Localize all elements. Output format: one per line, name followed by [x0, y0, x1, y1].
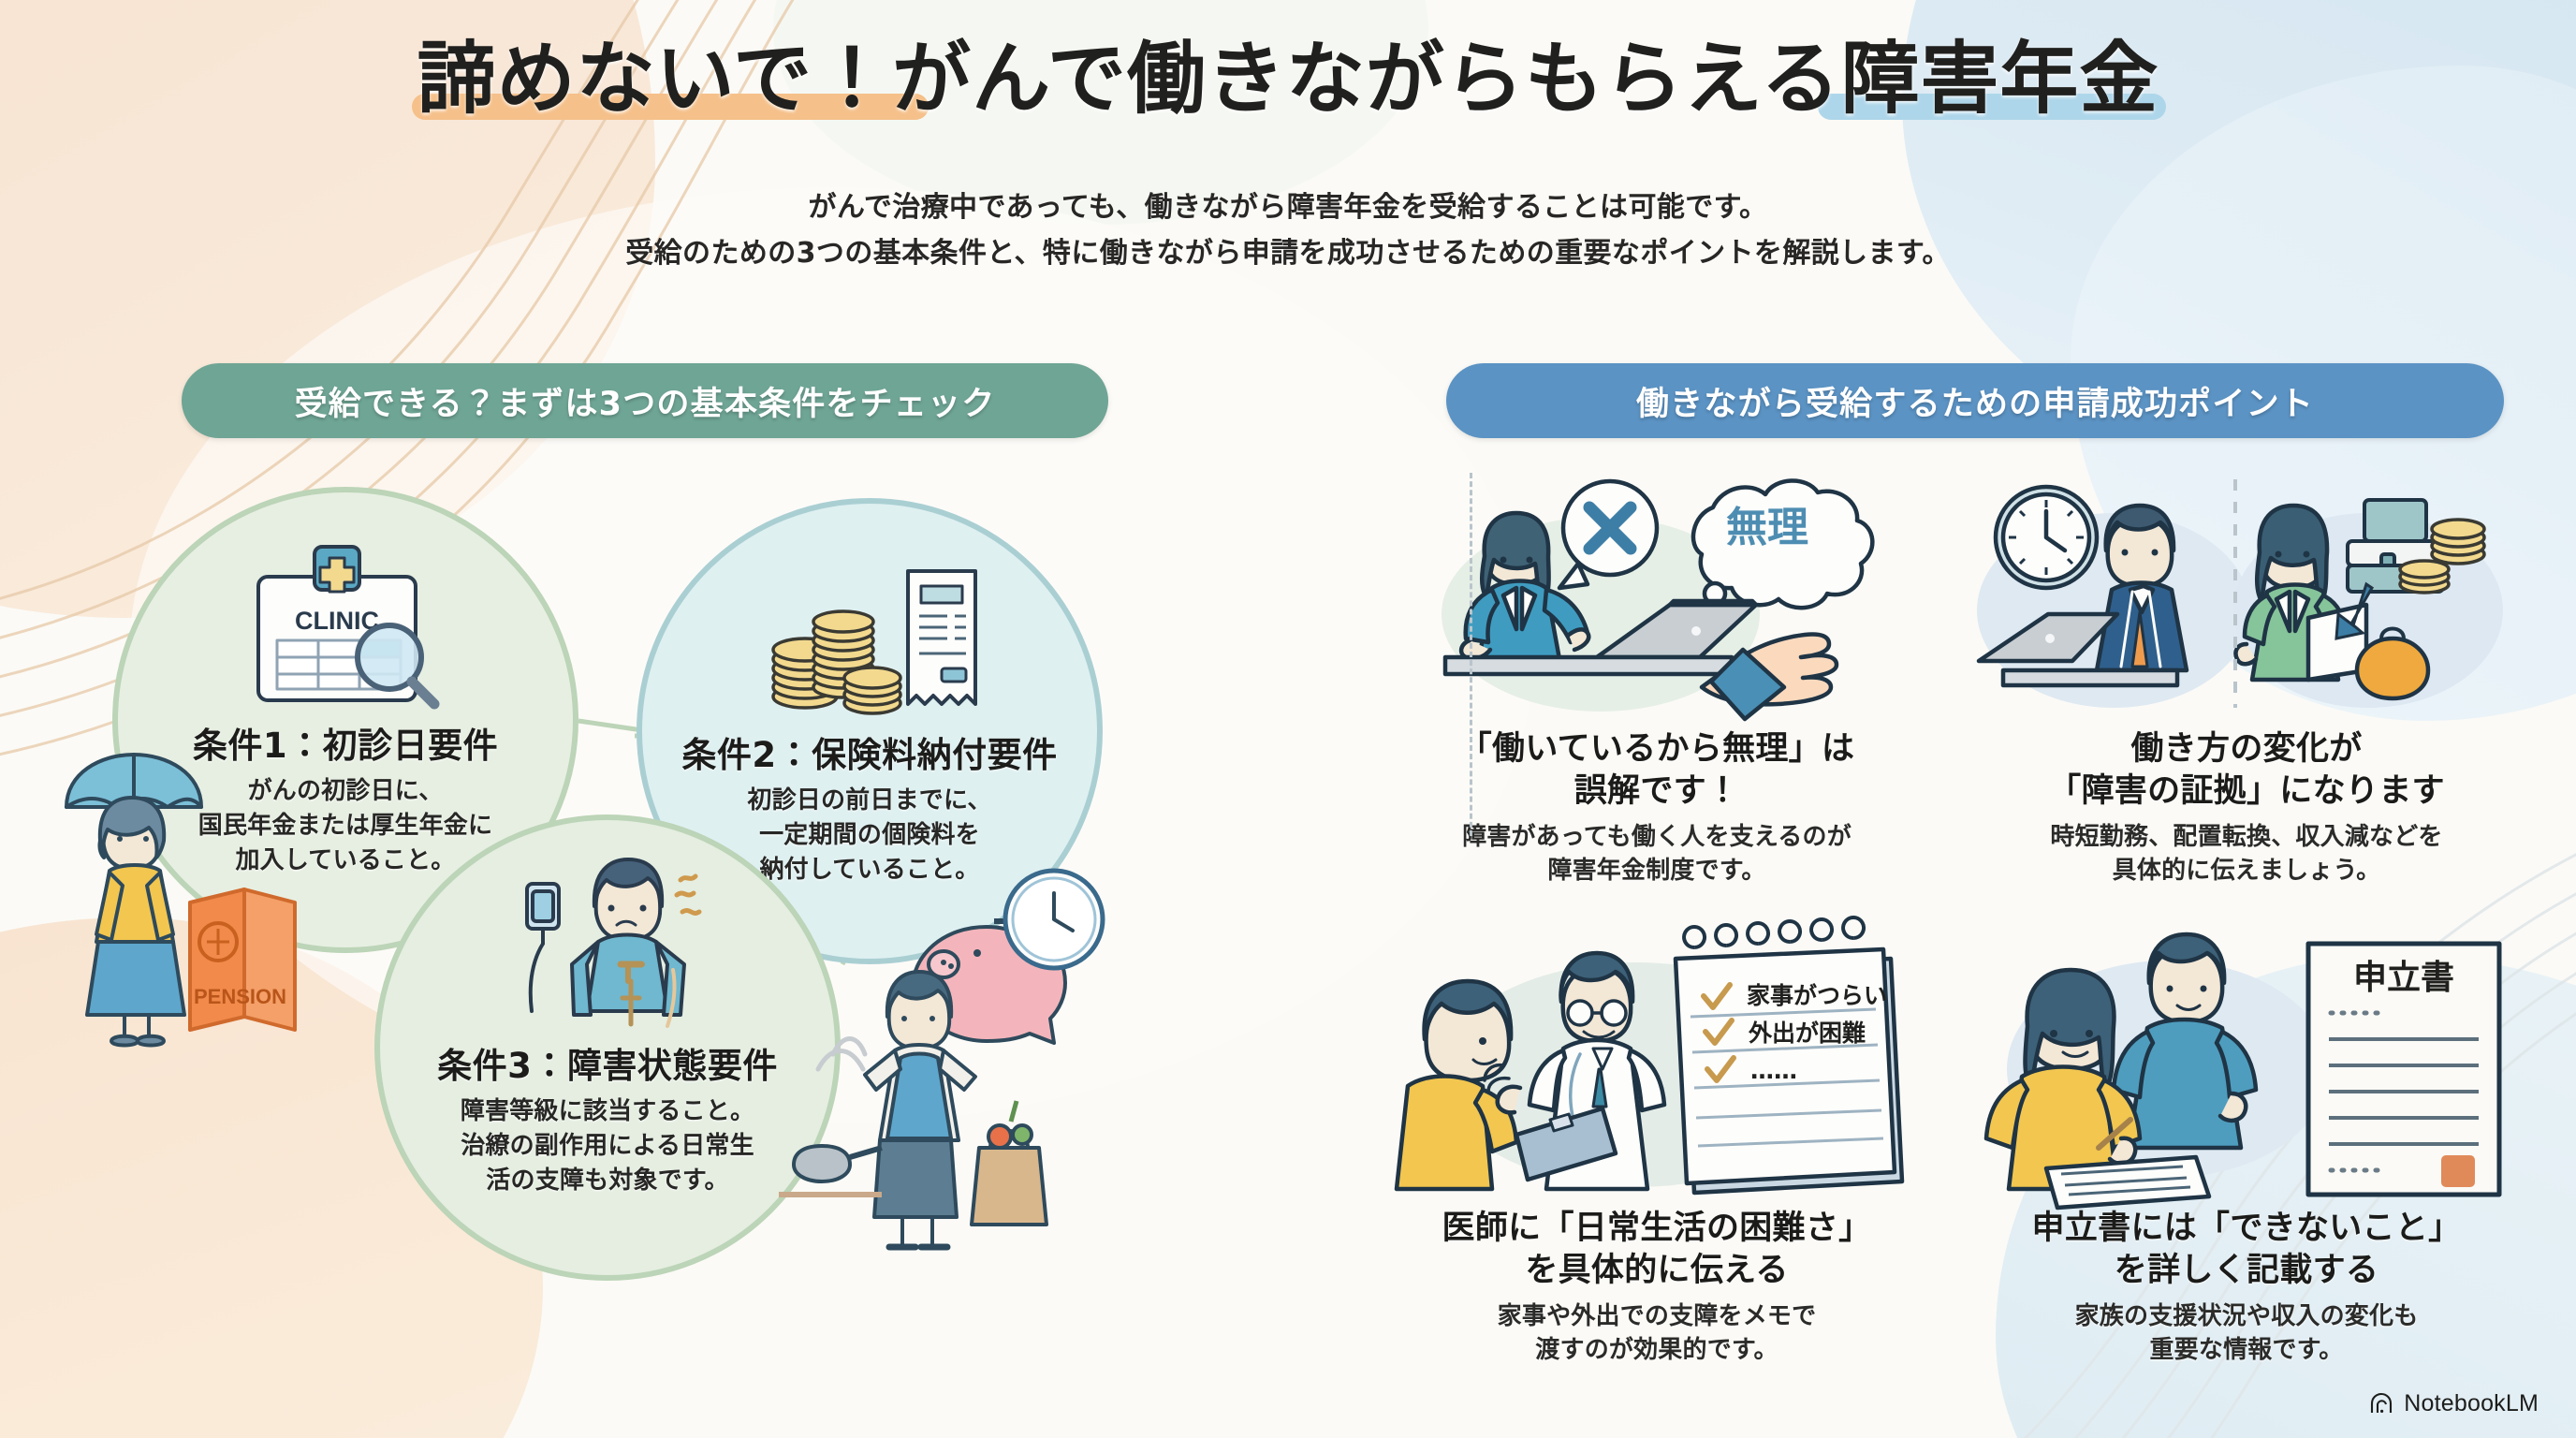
watermark: NotebookLM [2369, 1390, 2539, 1417]
point-card-1: 無理 [1376, 468, 1938, 888]
condition-2-body-line-3: 納付していること。 [759, 855, 980, 884]
point-4-art: 申立書 [1966, 929, 2527, 1211]
point-card-4: 申立書 申立書には「できないこと」 を詳しく記載する 家族の支援状況や収入の変化… [1966, 929, 2527, 1367]
point-4-title: 申立書には「できないこと」 を詳しく記載する [1966, 1208, 2527, 1292]
point-1-body-line-1: 障害があっても働く人を支えるのが [1462, 822, 1852, 851]
point-4-body-line-2: 重要な情報です。 [2149, 1335, 2344, 1364]
condition-2-art [753, 543, 987, 726]
point-4-body: 家族の支援状況や収入の変化も 重要な情報です。 [1966, 1299, 2527, 1368]
subtitle: がんで治療中であっても、働きながら障害年金を受給することは可能です。 受給のため… [0, 185, 2576, 276]
point-1-body: 障害があっても働く人を支えるのが 障害年金制度です。 [1376, 820, 1938, 888]
condition-1-body-line-3: 加入していること。 [235, 845, 456, 874]
svg-text:CLINIC: CLINIC [295, 607, 379, 635]
point-card-3: 家事がつらい 外出が困難 …… 医師に「日常生活の困難さ」 を具体的に伝える 家… [1376, 916, 1938, 1368]
point-3-body-line-2: 渡すのが効果的です。 [1535, 1335, 1778, 1364]
condition-2-title: 条件2：保険料納付要件 [681, 735, 1058, 775]
umbrella-woman-icon: PENSION [65, 753, 297, 1048]
point-3-body-line-1: 家事や外出での支障をメモで [1497, 1301, 1817, 1330]
clock-worker-salary-decrease-icon [1976, 479, 2503, 708]
section-header-conditions-label: 受給できる？まずは3つの基本条件をチェック [294, 385, 996, 423]
condition-3-art [506, 854, 709, 1037]
condition-2-body: 初診日の前日までに、 一定期間の個険料を 納付していること。 [747, 784, 991, 888]
title-area: 諦めないで！がんで働きながらもらえる障害年金 [0, 36, 2576, 122]
page-title: 諦めないで！がんで働きながらもらえる障害年金 [411, 33, 2167, 125]
section-header-points-label: 働きながら受給するための申請成功ポイント [1635, 385, 2314, 423]
point-1-title-line-2: 誤解です！ [1573, 771, 1740, 810]
condition-3-title: 条件3：障害状態要件 [437, 1046, 778, 1086]
section-header-conditions: 受給できる？まずは3つの基本条件をチェック [182, 363, 1108, 438]
condition-1-art: CLINIC [247, 534, 444, 717]
point-4-title-line-1: 申立書には「できないこと」 [2031, 1210, 2462, 1247]
point-1-art: 無理 [1376, 468, 1938, 722]
condition-3-body: 障害等級に該当すること。 治繚の副作用による日常生 活の支障も対象です。 [461, 1094, 754, 1198]
point-2-art [1966, 468, 2527, 719]
svg-text:申立書: 申立書 [2352, 959, 2453, 997]
condition-circle-1: CLINIC 条件1：初診日要件 がんの初診日に、 [112, 487, 578, 953]
condition-2-body-line-1: 初診日の前日までに、 [747, 786, 992, 814]
point-1-body-line-2: 障害年金制度です。 [1547, 856, 1766, 885]
condition-1-title: 条件1：初診日要件 [192, 726, 499, 766]
condition-circle-3: 条件3：障害状態要件 障害等級に該当すること。 治繚の副作用による日常生 活の支… [374, 814, 841, 1281]
woman-laptop-thought-bubble-icon: 無理 [1442, 478, 1875, 722]
watermark-label: NotebookLM [2404, 1390, 2539, 1416]
point-3-title: 医師に「日常生活の困難さ」 を具体的に伝える [1376, 1208, 1938, 1292]
patient-iv-drip-crutch-icon [525, 858, 702, 1028]
svg-text:PENSION: PENSION [194, 985, 286, 1008]
point-2-body-line-1: 時短勤務、配置転換、収入減などを [2050, 822, 2443, 851]
svg-text:……: …… [1750, 1057, 1797, 1084]
subtitle-line-1: がんで治療中であっても、働きながら障害年金を受給することは可能です。 [808, 191, 1768, 224]
point-3-title-line-1: 医師に「日常生活の困難さ」 [1442, 1210, 1872, 1247]
coins-receipt-icon [771, 569, 977, 715]
point-3-body: 家事や外出での支障をメモで 渡すのが効果的です。 [1376, 1299, 1938, 1368]
conditions-group: PENSION [0, 440, 1217, 1386]
clinic-calendar-magnifier-icon: CLINIC [256, 545, 440, 710]
point-3-title-line-2: を具体的に伝える [1525, 1251, 1789, 1289]
condition-3-body-line-3: 活の支障も対象です。 [486, 1166, 729, 1195]
point-2-title-line-2: 「障害の証拠」になります [2048, 771, 2445, 810]
point-3-art: 家事がつらい 外出が困難 …… [1376, 916, 1938, 1198]
point-2-body: 時短勤務、配置転換、収入減などを 具体的に伝えましょう。 [1966, 820, 2527, 888]
piggy-bank-clock-icon [910, 868, 1105, 1045]
condition-1-body-line-1: がんの初診日に、 [247, 777, 444, 805]
point-2-body-line-2: 具体的に伝えましょう。 [2112, 856, 2381, 885]
subtitle-line-2: 受給のための3つの基本条件と、特に働きながら申請を成功させるための重要なポイント… [625, 236, 1951, 270]
condition-1-body: がんの初診日に、 国民年金または厚生年金に 加入していること。 [198, 774, 492, 878]
doctor-patient-notepad-icon: 家事がつらい 外出が困難 …… [1394, 916, 1904, 1196]
condition-2-body-line-2: 一定期間の個険料を [759, 820, 980, 849]
condition-3-body-line-2: 治繚の副作用による日常生 [461, 1131, 754, 1160]
page-title-text: 諦めないで！がんで働きながらもらえる障害年金 [417, 33, 2159, 125]
point-card-2: 働き方の変化が 「障害の証拠」になります 時短勤務、配置転換、収入減などを 具体… [1966, 468, 2527, 888]
points-vertical-divider [1470, 473, 1472, 836]
condition-1-body-line-2: 国民年金または厚生年金に [198, 811, 493, 840]
points-group: 無理 [1376, 468, 2555, 1395]
point-4-title-line-2: を詳しく記載する [2114, 1251, 2379, 1289]
section-header-points: 働きながら受給するための申請成功ポイント [1446, 363, 2504, 438]
point-4-body-line-1: 家族の支援状況や収入の変化も [2074, 1301, 2419, 1330]
point-1-title: 「働いているから無理」は 誤解です！ [1376, 728, 1938, 813]
couple-writing-statement-icon: 申立書 [1983, 932, 2501, 1211]
point-2-title-line-1: 働き方の変化が [2130, 730, 2363, 768]
svg-text:家事がつらい: 家事がつらい [1747, 982, 1887, 1009]
svg-text:無理: 無理 [1726, 504, 1808, 551]
condition-3-body-line-1: 障害等級に該当すること。 [460, 1097, 755, 1125]
svg-text:外出が困難: 外出が困難 [1748, 1020, 1866, 1047]
point-1-title-line-1: 「働いているから無理」は [1458, 730, 1855, 768]
cooking-woman-groceries-icon [779, 970, 1048, 1251]
notebooklm-icon [2371, 1392, 2393, 1413]
point-2-title: 働き方の変化が 「障害の証拠」になります [1966, 728, 2527, 813]
